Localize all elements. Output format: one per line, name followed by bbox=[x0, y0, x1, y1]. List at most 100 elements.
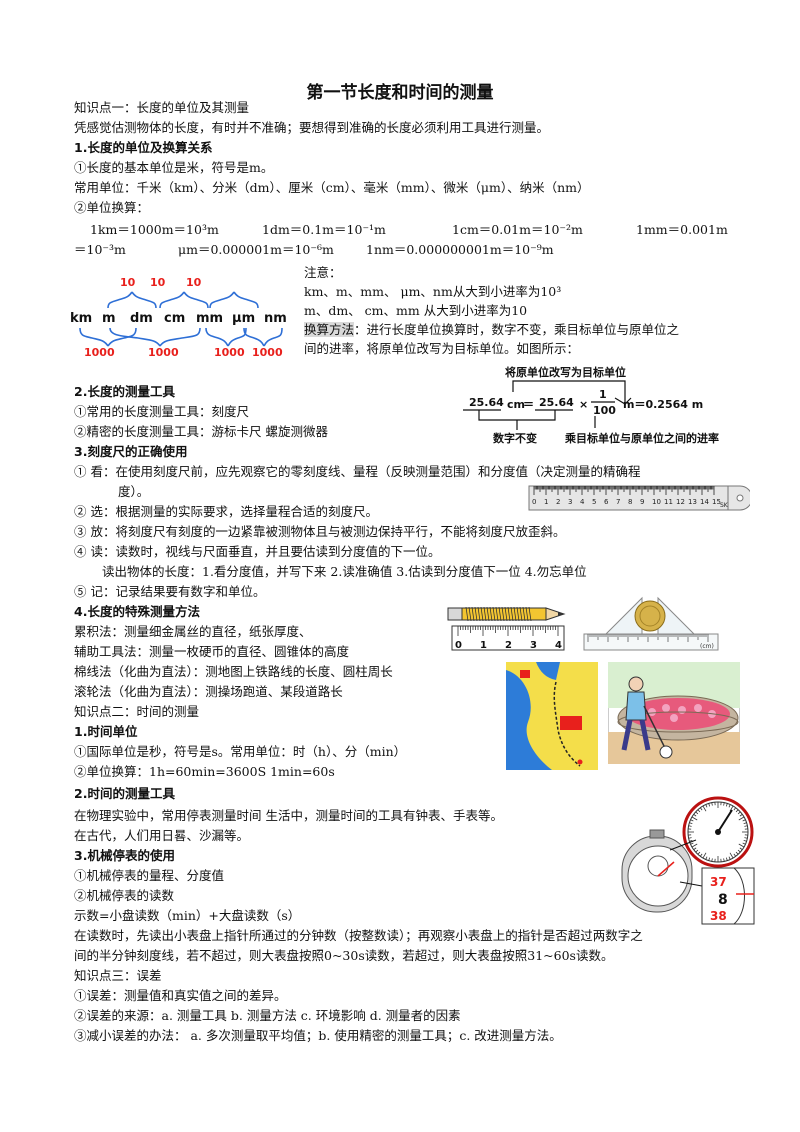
dial-tick bbox=[711, 858, 713, 862]
ladder-top-1: 10 bbox=[120, 276, 136, 289]
method-accumulate: 累积法：测量细金属丝的直径，纸张厚度、 bbox=[74, 624, 312, 639]
pencil-ruler-number: 4 bbox=[555, 640, 562, 651]
ruler-step-read: ④ 读：读数时，视线与尺面垂直，并且要估读到分度值的下一位。 bbox=[74, 544, 441, 559]
dial-tick bbox=[693, 814, 697, 817]
ruler-number: 15 bbox=[712, 498, 721, 506]
ruler-brand: SK bbox=[720, 502, 729, 509]
subheading-stopwatch: 3.机械停表的使用 bbox=[74, 848, 175, 863]
method-auxiliary: 辅助工具法：测量一枚硬币的直径、圆锥体的高度 bbox=[74, 644, 350, 659]
ladder-unit-dm: dm bbox=[130, 311, 153, 326]
wire-coil-line bbox=[465, 606, 469, 622]
dial-tick bbox=[738, 843, 745, 848]
pencil-ruler-number: 1 bbox=[480, 640, 487, 651]
wire-coil-line bbox=[528, 606, 532, 622]
dial-tick bbox=[693, 847, 697, 850]
dial-tick bbox=[697, 809, 701, 813]
subheading-tools: 2.长度的测量工具 bbox=[74, 384, 175, 399]
dial-tick bbox=[695, 849, 699, 853]
dial-tick bbox=[742, 842, 746, 845]
conversion-diagram: 将原单位改写为目标单位 25.64 cm ＝ 25.64 × 1 100 m＝0… bbox=[463, 365, 719, 445]
dial-tick bbox=[744, 825, 748, 827]
stopwatch-num-38: 38 bbox=[710, 909, 727, 923]
ladder-top-3: 10 bbox=[186, 276, 202, 289]
ladder-unit-km: km bbox=[70, 311, 92, 326]
stopwatch-reading-line: ②机械停表的读数 bbox=[74, 888, 175, 903]
conv-um: μm＝0.000001m＝10⁻⁶m bbox=[178, 242, 334, 257]
pencil-ruler-number: 0 bbox=[455, 640, 462, 651]
ruler-number: 8 bbox=[628, 498, 632, 506]
diagram-top-label: 将原单位改写为目标单位 bbox=[505, 365, 626, 379]
wire-coil-line bbox=[507, 606, 511, 622]
dial-tick bbox=[690, 842, 694, 845]
dial-tick bbox=[738, 816, 745, 821]
subheading-units: 1.长度的单位及换算关系 bbox=[74, 140, 213, 155]
note-title: 注意： bbox=[304, 265, 342, 280]
dial-tick bbox=[744, 837, 748, 839]
wire-coil-line bbox=[492, 606, 496, 622]
wire-coil-line bbox=[468, 606, 472, 622]
conversion-label: ②单位换算： bbox=[74, 200, 150, 215]
dial-tick bbox=[728, 804, 731, 808]
time-conversion-line: ②单位换算：1h=60min=3600S 1min=60s bbox=[74, 764, 335, 779]
dial-tick bbox=[688, 837, 692, 839]
dial-tick bbox=[700, 853, 703, 857]
dial-tick bbox=[695, 811, 699, 815]
ruler-number: 2 bbox=[556, 498, 560, 506]
reading-detail-2: 间的半分钟刻度线，若不超过，则大表盘按照0~30s读数，若超过，则大表盘按照31… bbox=[74, 948, 614, 963]
ruler-number: 12 bbox=[676, 498, 685, 506]
dial-tick bbox=[723, 802, 725, 806]
ruler-number: 1 bbox=[544, 498, 548, 506]
diagram-numerator: 1 bbox=[599, 388, 607, 401]
map-image bbox=[506, 662, 598, 770]
reading-detail-1: 在读数时，先读出小表盘上指针所通过的分钟数（按整数读）；再观察小表盘上的指针是否… bbox=[74, 928, 643, 943]
dial-tick bbox=[743, 839, 747, 842]
common-tools-line: ①常用的长度测量工具：刻度尺 bbox=[74, 404, 250, 419]
ladder-bottom-4: 1000 bbox=[252, 346, 283, 359]
conv-km: 1km＝1000m＝10³m bbox=[90, 222, 219, 237]
conv-nm: 1nm＝0.000000001m＝10⁻⁹m bbox=[366, 242, 554, 257]
conv-cm: 1cm＝0.01m＝10⁻²m bbox=[452, 222, 583, 237]
note-line-1: km、m、mm、 μm、nm从大到小进率为10³ bbox=[304, 284, 562, 299]
wire-coil-line bbox=[525, 606, 529, 622]
ladder-bottom-2: 1000 bbox=[148, 346, 179, 359]
wire-coil-line bbox=[516, 606, 520, 622]
ruler-number: 5 bbox=[592, 498, 596, 506]
dial-tick bbox=[735, 809, 739, 813]
section-heading-3: 知识点三：误差 bbox=[74, 968, 162, 983]
error-definition: ①误差：测量值和真实值之间的差异。 bbox=[74, 988, 287, 1003]
stopwatch-num-8: 8 bbox=[718, 892, 728, 908]
wire-coil-line bbox=[498, 606, 502, 622]
ladder-bottom-1: 1000 bbox=[84, 346, 115, 359]
ruler-number: 14 bbox=[700, 498, 709, 506]
pencil-ruler-number: 3 bbox=[530, 640, 537, 651]
wire-coil-line bbox=[513, 606, 517, 622]
wire-coil-line bbox=[501, 606, 505, 622]
diagram-bottom-right: 乘目标单位与原单位之间的进率 bbox=[564, 431, 719, 445]
diagram-result: m＝0.2564 m bbox=[623, 398, 703, 411]
dial-tick bbox=[739, 847, 743, 850]
diagram-unit-1: cm bbox=[507, 398, 525, 411]
precise-tools-line: ②精密的长度测量工具：游标卡尺 螺旋测微器 bbox=[74, 424, 328, 439]
section-heading-2: 知识点二：时间的测量 bbox=[74, 704, 200, 719]
conv-dm: 1dm＝0.1m＝10⁻¹m bbox=[262, 222, 386, 237]
dial-tick bbox=[711, 802, 713, 806]
ladder-unit-um: μm bbox=[232, 311, 255, 326]
dial-tick bbox=[737, 849, 741, 853]
method-text: ：进行长度单位换算时，数字不变，乘目标单位与原单位之 bbox=[354, 322, 680, 337]
diagram-num-1: 25.64 bbox=[469, 396, 504, 409]
method-thread: 棉线法（化曲为直法）：测地图上铁路线的长度、圆柱周长 bbox=[74, 664, 393, 679]
ruler-number: 3 bbox=[568, 498, 572, 506]
subheading-special: 4.长度的特殊测量方法 bbox=[74, 604, 200, 619]
dial-tick bbox=[725, 803, 728, 807]
ruler-number: 7 bbox=[616, 498, 620, 506]
ruler-number: 13 bbox=[688, 498, 697, 506]
ruler-number: 11 bbox=[664, 498, 673, 506]
reading-steps: 读出物体的长度：1.看分度值，并写下来 2.读准确值 3.估读到分度值下一位 4… bbox=[102, 564, 587, 579]
dial-tick bbox=[737, 811, 741, 815]
common-units-line: 常用单位：千米（km）、分米（dm）、厘米（cm）、毫米（mm）、微米（μm）、… bbox=[74, 180, 590, 195]
dial-tick bbox=[739, 814, 743, 817]
error-reduction: ③减小误差的办法： a. 多次测量取平均值；b. 使用精密的测量工具；c. 改进… bbox=[74, 1028, 562, 1043]
ruler-step-place: ③ 放：将刻度尺有刻度的一边紧靠被测物体且与被测边保持平行，不能将刻度尺放歪斜。 bbox=[74, 524, 566, 539]
dial-tick bbox=[723, 858, 725, 862]
